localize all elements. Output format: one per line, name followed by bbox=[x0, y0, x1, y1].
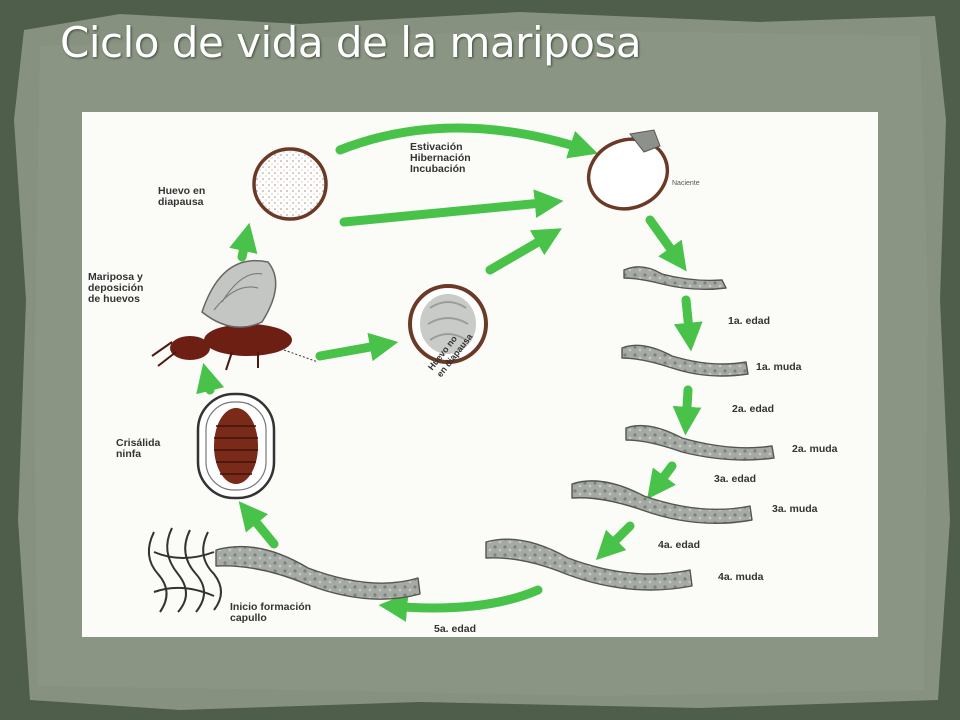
label-edad-2: 2a. edad bbox=[732, 403, 775, 415]
arrow-edad5 bbox=[378, 585, 543, 622]
arrow-moth-to-nondiapause-egg bbox=[315, 332, 399, 362]
larva-stage-2-icon bbox=[625, 424, 775, 461]
arrow-capullo-to-pupa bbox=[238, 501, 279, 549]
larva-stage-1-icon bbox=[623, 266, 727, 291]
label-crisalida: Crisálida ninfa bbox=[116, 437, 161, 460]
cycle-arrows bbox=[196, 123, 703, 622]
arrow-diapause-to-hatch-curved bbox=[335, 123, 598, 159]
label-estivacion: Estivación Hibernación Incubación bbox=[410, 141, 471, 175]
larva-stage-3-icon bbox=[571, 480, 753, 525]
arrow-pupa-to-moth bbox=[196, 362, 225, 395]
chrysalis-icon bbox=[196, 392, 276, 500]
label-muda-2: 2a. muda bbox=[792, 443, 838, 455]
moth-laying-eggs-icon bbox=[151, 259, 319, 371]
label-naciente: Naciente bbox=[672, 180, 700, 187]
arrow-edad3 bbox=[595, 521, 635, 561]
label-edad-5: 5a. edad bbox=[434, 623, 477, 635]
arrow-moth-to-diapause-egg bbox=[229, 222, 258, 262]
cocoon-threads-icon bbox=[147, 527, 222, 613]
egg-diapause-icon bbox=[252, 147, 328, 221]
label-huevo-diapausa: Huevo en diapausa bbox=[158, 185, 206, 208]
label-muda-4: 4a. muda bbox=[718, 571, 764, 583]
larvae bbox=[215, 266, 775, 600]
label-mariposa: Mariposa y deposición de huevos bbox=[88, 271, 144, 305]
life-cycle-diagram: Huevo en diapausa Estivación Hibernación… bbox=[82, 112, 878, 637]
arrow-edad1 bbox=[673, 295, 703, 352]
arrow-edad2 bbox=[647, 461, 677, 500]
label-edad-4: 4a. edad bbox=[658, 539, 701, 551]
slide-title: Ciclo de vida de la mariposa bbox=[60, 18, 642, 67]
larva-stage-5-icon bbox=[215, 545, 421, 600]
larva-molt-1-icon bbox=[621, 344, 749, 377]
label-edad-1: 1a. edad bbox=[728, 315, 771, 327]
arrow-hatch-to-larva1 bbox=[645, 215, 687, 272]
arrow-muda1 bbox=[672, 385, 702, 436]
egg-nondiapause-icon bbox=[408, 284, 488, 364]
arrow-diapause-to-hatch-straight bbox=[339, 189, 564, 227]
larva-stage-4-icon bbox=[485, 538, 693, 591]
arrow-nondiapause-to-hatch bbox=[485, 228, 562, 275]
diagram-drawing bbox=[147, 123, 775, 622]
label-edad-3: 3a. edad bbox=[714, 473, 757, 485]
label-capullo: Inicio formación capullo bbox=[230, 601, 312, 624]
label-muda-1: 1a. muda bbox=[756, 361, 802, 373]
egg-hatching-icon bbox=[586, 129, 670, 211]
label-muda-3: 3a. muda bbox=[772, 503, 818, 515]
